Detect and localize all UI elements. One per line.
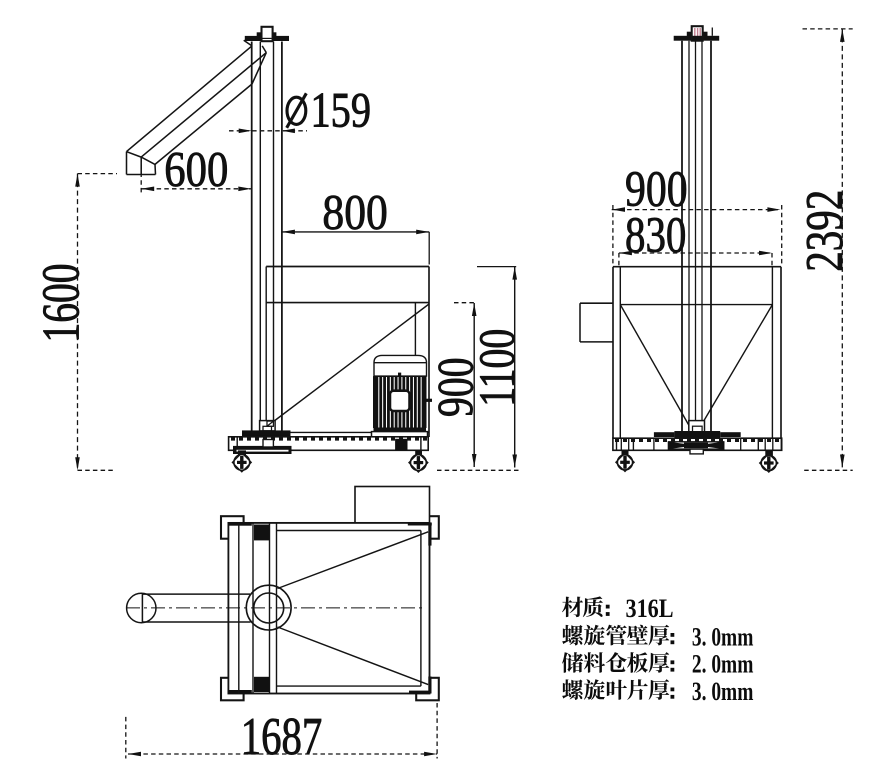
svg-text:600: 600 [164, 140, 228, 196]
svg-text:800: 800 [322, 184, 387, 240]
svg-text:1687: 1687 [241, 708, 323, 766]
svg-text:900: 900 [625, 162, 688, 218]
svg-text:3. 0mm: 3. 0mm [692, 677, 754, 706]
svg-text:1600: 1600 [33, 264, 91, 343]
svg-text:316L: 316L [626, 594, 674, 623]
svg-text:3. 0mm: 3. 0mm [692, 622, 754, 651]
svg-text:159: 159 [311, 82, 372, 138]
svg-text:2. 0mm: 2. 0mm [692, 650, 754, 679]
svg-text:830: 830 [625, 208, 686, 264]
svg-text:1100: 1100 [470, 329, 526, 407]
svg-text:900: 900 [429, 357, 485, 417]
svg-text:2392: 2392 [796, 190, 854, 272]
